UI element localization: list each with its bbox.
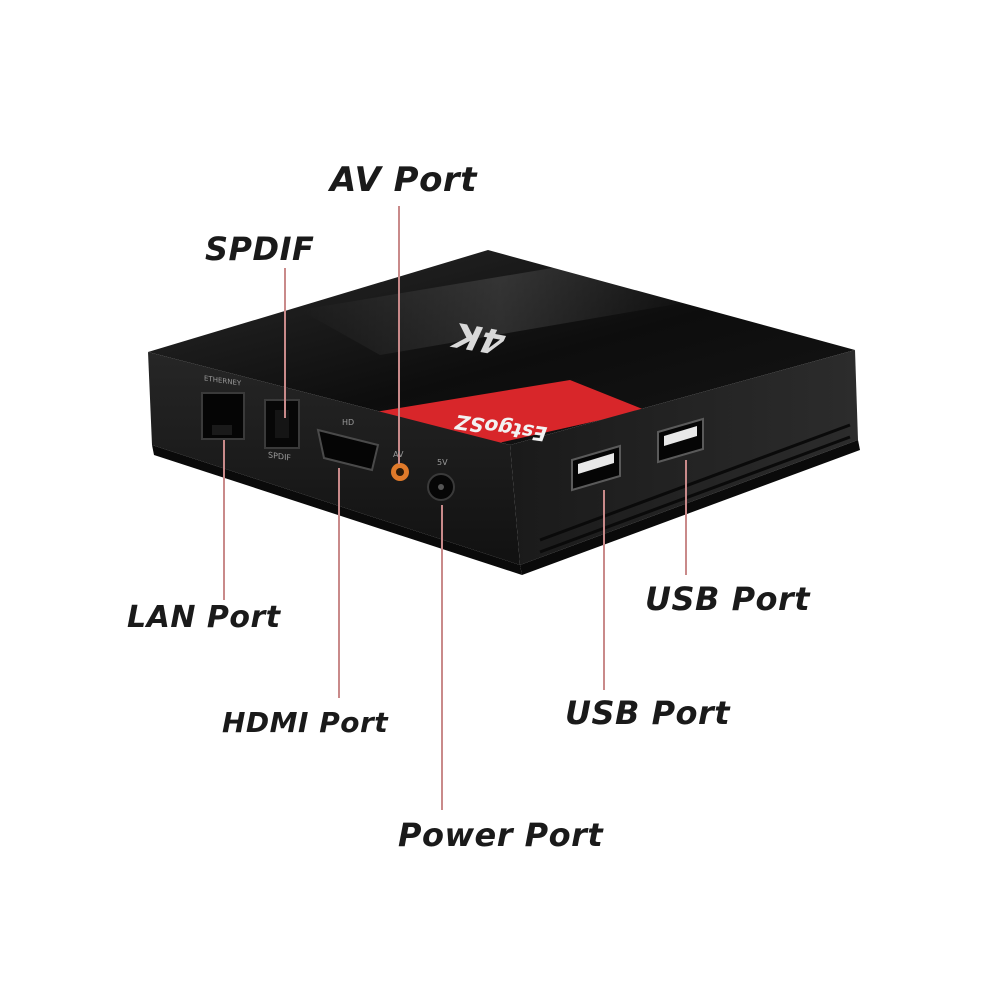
usb-port-left-label: USB Port: [565, 694, 731, 732]
av-port-mark: AV: [393, 450, 404, 459]
usb-port-right-tongue: [664, 426, 697, 446]
power-jack-pin: [438, 484, 444, 490]
av-jack-hole: [396, 468, 404, 476]
ethernet-port-clip: [212, 425, 232, 435]
spdif-port-inner: [275, 410, 289, 438]
hdmi-port: [316, 428, 380, 472]
hdmi-port-label: HDMI Port: [222, 706, 389, 739]
leader-usb-right: [685, 460, 687, 575]
usb-port-left-tongue: [578, 453, 614, 474]
hdmi-port-mark: HD: [342, 418, 355, 427]
spdif-label: SPDIF: [205, 230, 315, 268]
usb-port-right-label: USB Port: [645, 580, 811, 618]
leader-spdif: [284, 268, 286, 418]
av-port-label: AV Port: [330, 160, 477, 200]
device-side: [510, 350, 858, 565]
device-top: [148, 250, 855, 445]
device-base-side: [520, 440, 860, 575]
vent-slots: [539, 423, 851, 554]
device-base: [152, 445, 522, 575]
lan-port-label: LAN Port: [127, 600, 281, 635]
power-port-mark: 5V: [437, 458, 448, 467]
leader-lan: [223, 440, 225, 600]
top-sheen: [300, 260, 700, 355]
leader-power: [441, 505, 443, 810]
leader-av: [398, 206, 400, 464]
leader-hdmi: [338, 468, 340, 698]
power-port-label: Power Port: [398, 816, 604, 854]
leader-usb-left: [603, 490, 605, 690]
